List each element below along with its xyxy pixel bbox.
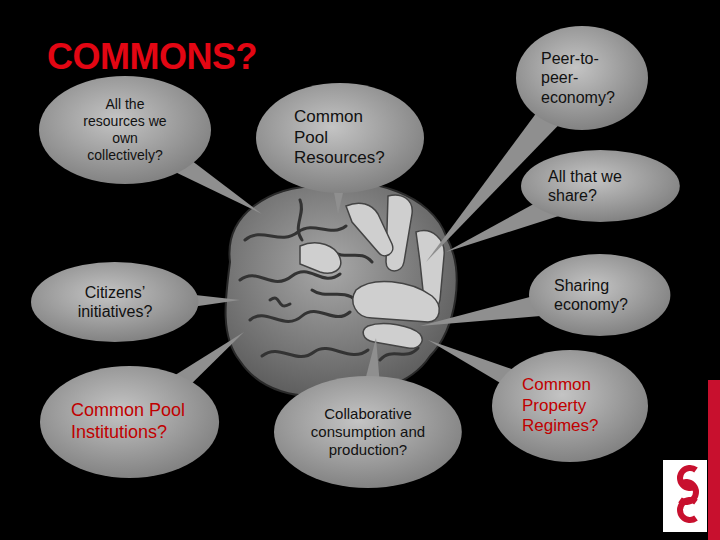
bubble-text: Sharing economy?: [554, 276, 646, 314]
logo-panel: [663, 460, 707, 532]
bubble-ellipse: [529, 254, 670, 336]
speech-bubble: Collaborative consumption and production…: [274, 376, 462, 488]
bubble-ellipse: [521, 150, 680, 222]
bubble-ellipse: [492, 350, 648, 462]
logo: [663, 380, 720, 540]
bubble-text: Common Pool Resources?: [294, 107, 386, 168]
bubble-shape: [521, 150, 680, 222]
speech-bubble: Citizens’ initiatives?: [31, 262, 199, 342]
bubble-text: Citizens’ initiatives?: [60, 283, 170, 321]
hands-illustration: [300, 195, 444, 348]
speech-bubble: Common Property Regimes?: [492, 350, 648, 462]
bubble-text: Common Pool Institutions?: [71, 400, 189, 443]
bubble-text: Peer-to-peer-economy?: [541, 49, 623, 107]
bubble-text: Common Property Regimes?: [522, 375, 618, 436]
speech-bubble: Common Pool Institutions?: [40, 366, 219, 478]
bubble-ellipse: [516, 26, 648, 130]
bubble-text: All that we share?: [548, 167, 652, 205]
brain-outline: [226, 183, 457, 396]
speech-bubble: Common Pool Resources?: [256, 83, 424, 193]
bubble-text: Collaborative consumption and production…: [306, 405, 430, 459]
bubble-ellipse: [39, 76, 211, 184]
bubble-ellipse: [40, 366, 219, 478]
speech-bubble: Peer-to-peer-economy?: [516, 26, 648, 130]
bubble-ellipse: [256, 83, 424, 193]
speech-bubble: All that we share?: [521, 150, 680, 222]
bubble-text: All the resources we own collectively?: [75, 96, 175, 163]
bubble-ellipse: [31, 262, 199, 342]
logo-mark: [680, 468, 696, 520]
speech-bubble: Sharing economy?: [529, 254, 670, 336]
speech-bubble: All the resources we own collectively?: [39, 76, 211, 184]
logo-bar: [708, 380, 720, 540]
bubble-shape: [516, 26, 648, 130]
bubble-shape: [529, 254, 670, 336]
brain-illustration: [226, 183, 457, 396]
bubble-shape: [256, 83, 424, 193]
slide-title: COMMONS?: [47, 36, 257, 78]
bubble-ellipse: [274, 376, 462, 488]
bubble-shape: [31, 262, 199, 342]
